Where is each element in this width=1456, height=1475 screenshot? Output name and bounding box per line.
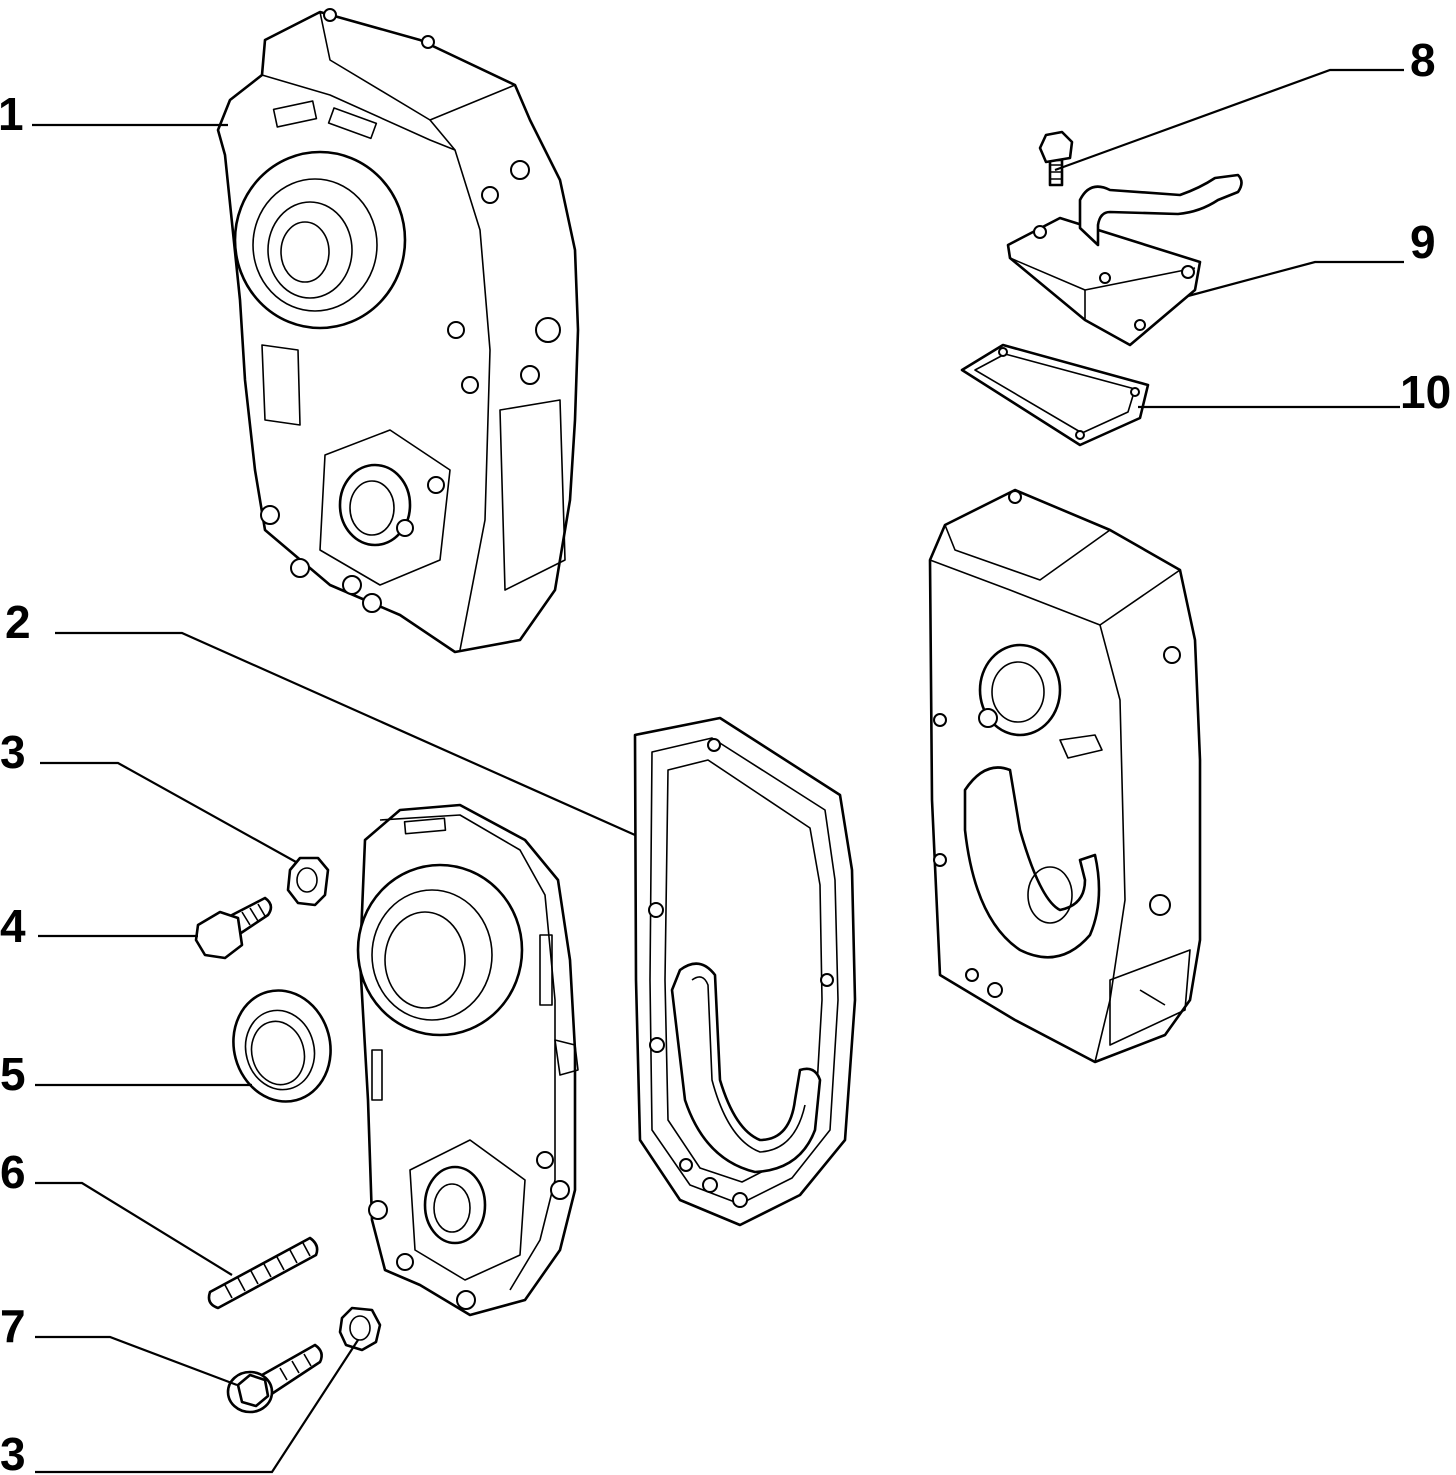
callout-9: 9 bbox=[1410, 216, 1436, 268]
part-1-timing-housing bbox=[216, 8, 580, 654]
part-2-gasket bbox=[633, 716, 857, 1227]
part-3-nut-lower bbox=[338, 1306, 382, 1352]
part-4-bolt bbox=[194, 896, 273, 960]
callout-6: 6 bbox=[0, 1146, 26, 1198]
leader-8 bbox=[1054, 68, 1404, 172]
leader-7 bbox=[35, 1335, 238, 1387]
callout-8: 8 bbox=[1410, 34, 1436, 86]
part-5-oil-seal bbox=[232, 989, 332, 1103]
callout-3a: 3 bbox=[0, 726, 26, 778]
part-8-bolt bbox=[1038, 130, 1074, 187]
rear-cover bbox=[356, 803, 579, 1317]
callout-3b: 3 bbox=[0, 1428, 26, 1475]
callout-4: 4 bbox=[0, 900, 26, 952]
leader-3b bbox=[35, 1339, 359, 1474]
leader-lines bbox=[32, 68, 1404, 1474]
callout-10: 10 bbox=[1400, 366, 1451, 418]
callout-labels: 1 2 3 4 5 6 7 3 8 9 10 bbox=[0, 34, 1451, 1475]
leader-2 bbox=[55, 631, 636, 837]
leader-6 bbox=[35, 1181, 233, 1276]
part-6-stud bbox=[207, 1236, 319, 1310]
leader-9 bbox=[1187, 260, 1404, 298]
callout-7: 7 bbox=[0, 1300, 26, 1352]
part-7-flange-bolt bbox=[226, 1343, 323, 1414]
callout-2: 2 bbox=[5, 596, 31, 648]
part-9-plate-with-pipe bbox=[1006, 173, 1243, 347]
callout-1: 1 bbox=[0, 88, 24, 140]
rear-housing bbox=[928, 488, 1202, 1064]
part-3-nut-upper bbox=[286, 856, 330, 907]
callout-5: 5 bbox=[0, 1048, 26, 1100]
part-10-gasket bbox=[960, 343, 1150, 447]
leader-3a bbox=[40, 761, 297, 863]
